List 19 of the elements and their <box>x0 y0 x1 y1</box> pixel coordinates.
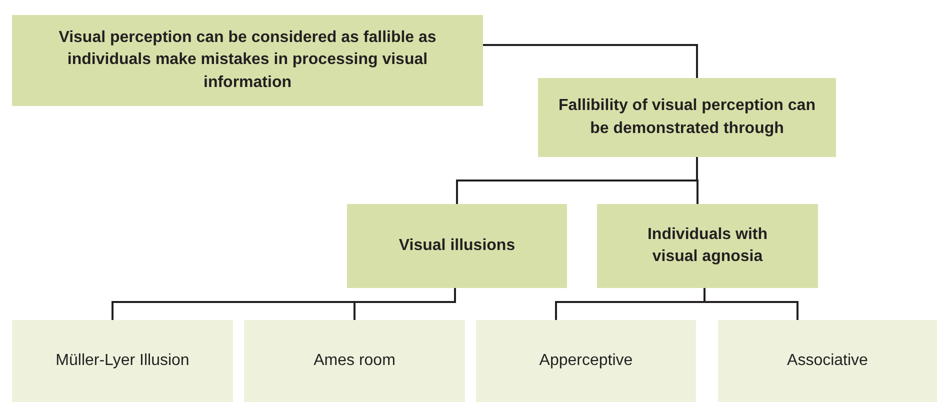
concept-box <box>244 320 465 402</box>
concept-box <box>718 320 937 402</box>
concept-box <box>476 320 696 402</box>
box-text: Visual illusions <box>398 236 516 256</box>
concept-box <box>597 204 818 288</box>
box-text: Fallibility of visual perception can be demonstrated through <box>558 96 816 138</box>
connector-line <box>354 288 456 320</box>
concept-box <box>12 320 233 402</box>
box-text: Visual perception can be considered as fallible as individuals make mistakes in processing visual information <box>58 28 438 93</box>
connector-line <box>704 288 798 320</box>
box-text: Individuals with visual agnosia <box>646 224 768 267</box>
concept-box <box>12 15 483 106</box>
box-text: Apperceptive <box>539 350 633 371</box>
concept-box <box>347 204 567 288</box>
box-text: Associative <box>787 350 868 371</box>
box-text: Müller-Lyer Illusion <box>56 350 190 371</box>
connector-line <box>483 44 698 78</box>
box-text: Ames room <box>314 350 396 371</box>
concept-box <box>538 78 836 157</box>
